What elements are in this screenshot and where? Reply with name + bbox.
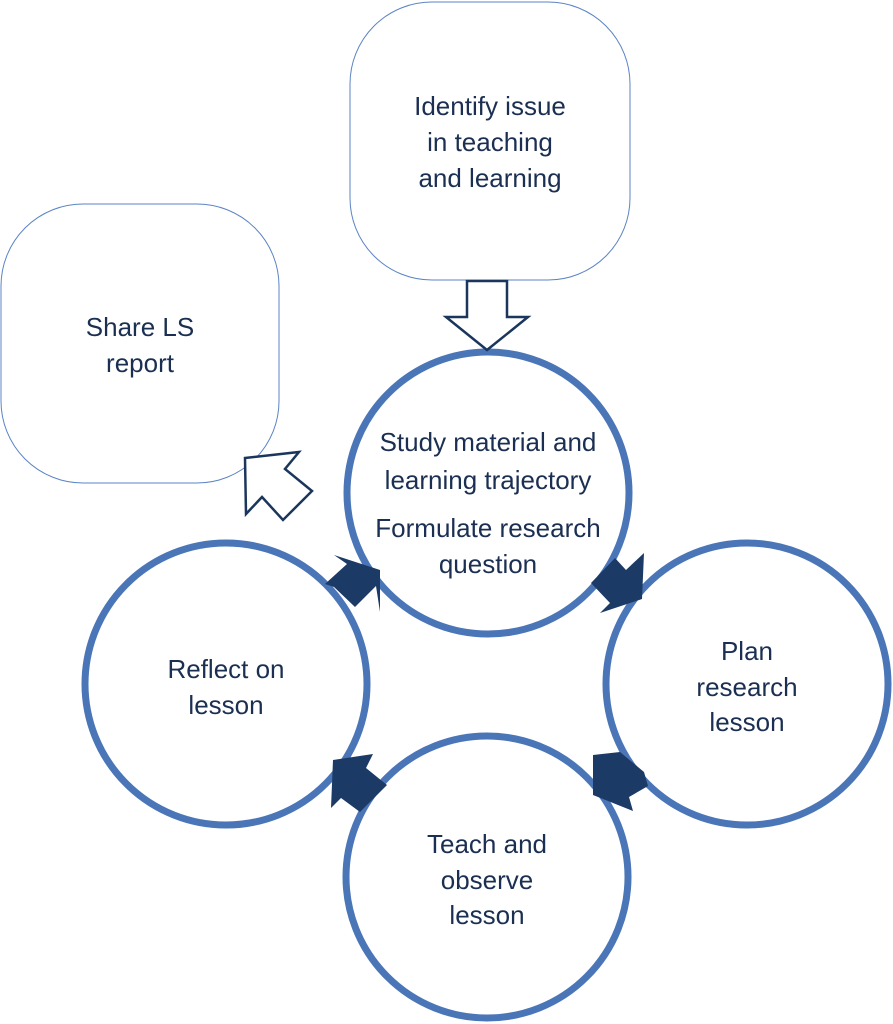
node-study-material-line-3: Formulate research [375,513,600,543]
node-study-material-line-1: Study material and [380,427,597,457]
arrow-plan-to-teach-icon [593,752,648,811]
node-reflect-lesson-line-1: Reflect on [167,654,284,684]
node-plan-lesson-line-3: lesson [709,707,784,737]
node-teach-observe-line-3: lesson [449,900,524,930]
arrow-teach-to-reflect-icon [331,754,387,812]
node-share-report-line-2: report [106,348,175,378]
node-identify-issue-line-1: Identify issue [414,91,566,121]
node-share-report-box [0,203,280,484]
node-study-material-line-4: question [439,549,537,579]
node-plan-lesson: Plan research lesson [602,539,892,829]
node-study-material-circle [343,348,633,638]
node-teach-observe-line-1: Teach and [427,829,547,859]
node-plan-lesson-line-2: research [696,672,797,702]
node-teach-observe: Teach and observe lesson [342,732,632,1022]
node-teach-observe-line-2: observe [441,865,534,895]
node-plan-lesson-line-1: Plan [721,636,773,666]
arrow-up-left-outline-icon [243,450,314,522]
node-share-report-line-1: Share LS [86,312,194,342]
node-reflect-lesson-line-2: lesson [188,690,263,720]
node-plan-lesson-circle [602,539,892,829]
node-study-material-line-2: learning trajectory [385,465,592,495]
node-share-report: Share LS report [0,203,280,484]
node-identify-issue-line-3: and learning [418,163,561,193]
node-reflect-lesson-circle [81,539,371,829]
arrow-study-to-plan-icon [591,553,644,613]
node-identify-issue: Identify issue in teaching and learning [349,1,631,281]
node-reflect-lesson: Reflect on lesson [81,539,371,829]
arrow-down-outline-icon [442,279,532,352]
arrow-reflect-to-study-icon [325,555,380,612]
node-teach-observe-circle [342,732,632,1022]
node-study-material: Study material and learning trajectory F… [343,348,633,638]
node-identify-issue-line-2: in teaching [427,127,553,157]
